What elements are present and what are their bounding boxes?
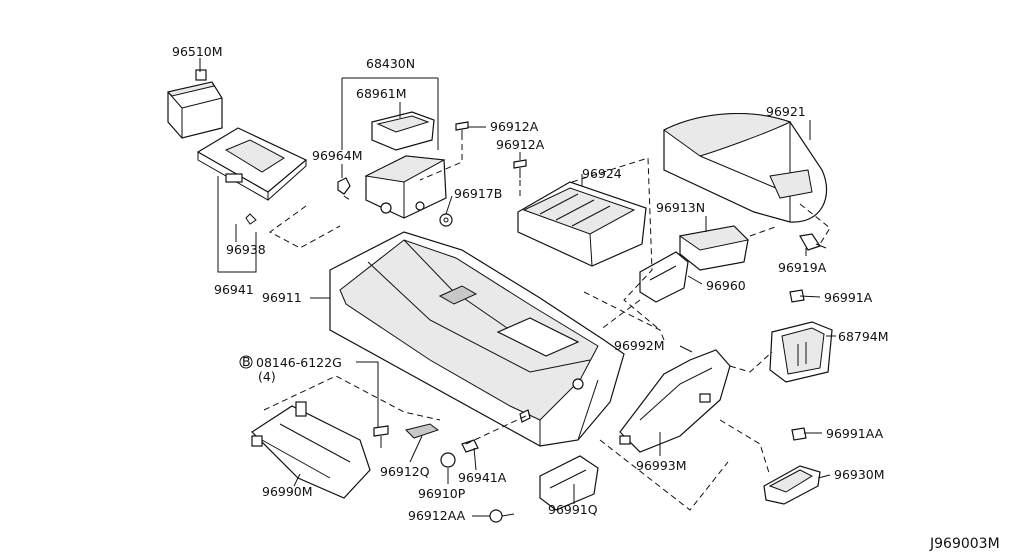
label-96991A: 96991A	[824, 290, 873, 305]
label-96912A-lower: 96912A	[496, 137, 545, 152]
label-08146-group: B 08146-6122G (4)	[239, 354, 342, 384]
part-96960-drawing	[639, 251, 689, 303]
bolt-marker-circle	[239, 355, 253, 369]
part-68794M-drawing	[769, 289, 833, 383]
label-68430N: 68430N	[366, 56, 415, 71]
label-96912A-upper: 96912A	[490, 119, 539, 134]
diagram-reference-id: J969003M	[929, 536, 1000, 552]
part-96911-drawing	[329, 231, 625, 447]
label-96941A: 96941A	[458, 470, 507, 485]
label-96912AA: 96912AA	[408, 508, 466, 523]
part-68961M-drawing	[371, 111, 435, 151]
label-96910P: 96910P	[418, 486, 466, 501]
part-96917B-drawing	[439, 213, 453, 227]
part-96913N-drawing	[678, 225, 750, 271]
label-96938: 96938	[226, 242, 266, 257]
part-96930M-drawing	[763, 427, 821, 505]
label-96919A: 96919A	[778, 260, 827, 275]
label-96913N: 96913N	[656, 200, 705, 215]
label-96917B: 96917B	[454, 186, 502, 201]
part-96924-drawing	[517, 181, 647, 267]
label-96992M: 96992M	[614, 338, 665, 353]
label-96911: 96911	[262, 290, 302, 305]
label-08146-quantity: (4)	[258, 369, 276, 384]
label-96510M: 96510M	[172, 44, 223, 59]
part-96991Q-drawing	[539, 455, 599, 511]
label-96991Q: 96991Q	[548, 502, 598, 517]
part-96912A-screws	[455, 121, 527, 178]
part-96510M-drawing	[167, 69, 223, 139]
part-small-fasteners-drawing	[440, 409, 531, 468]
part-96912Q-drawing	[405, 423, 440, 439]
part-08146-bolt-drawing	[373, 425, 389, 448]
label-96912Q: 96912Q	[380, 464, 430, 479]
label-96990M: 96990M	[262, 484, 313, 499]
label-96993M: 96993M	[636, 458, 687, 473]
label-96921: 96921	[766, 104, 806, 119]
label-96941: 96941	[214, 282, 254, 297]
part-68430N-drawing	[364, 155, 447, 219]
part-96912AA-drawing	[489, 509, 515, 523]
label-96924: 96924	[582, 166, 622, 181]
part-labels: 96510M 68430N 68961M 96912A 96912A 96921…	[172, 44, 1000, 552]
label-96960: 96960	[706, 278, 746, 293]
label-68961M: 68961M	[356, 86, 407, 101]
bolt-marker-letter: B	[242, 354, 251, 369]
label-96930M: 96930M	[834, 467, 885, 482]
part-96919A-drawing	[799, 233, 827, 251]
part-96990M-drawing	[251, 401, 371, 499]
label-08146-6122G: 08146-6122G	[256, 355, 342, 370]
label-96964M: 96964M	[312, 148, 363, 163]
assembly-dashed-lines	[263, 144, 831, 511]
part-96964M-drawing	[337, 177, 351, 195]
label-68794M: 68794M	[838, 329, 889, 344]
part-shift-panel-drawing	[196, 127, 308, 225]
label-96991AA: 96991AA	[826, 426, 884, 441]
part-96921-drawing	[663, 112, 828, 223]
part-96992M-drawing	[619, 349, 731, 453]
leader-lines	[199, 58, 836, 517]
